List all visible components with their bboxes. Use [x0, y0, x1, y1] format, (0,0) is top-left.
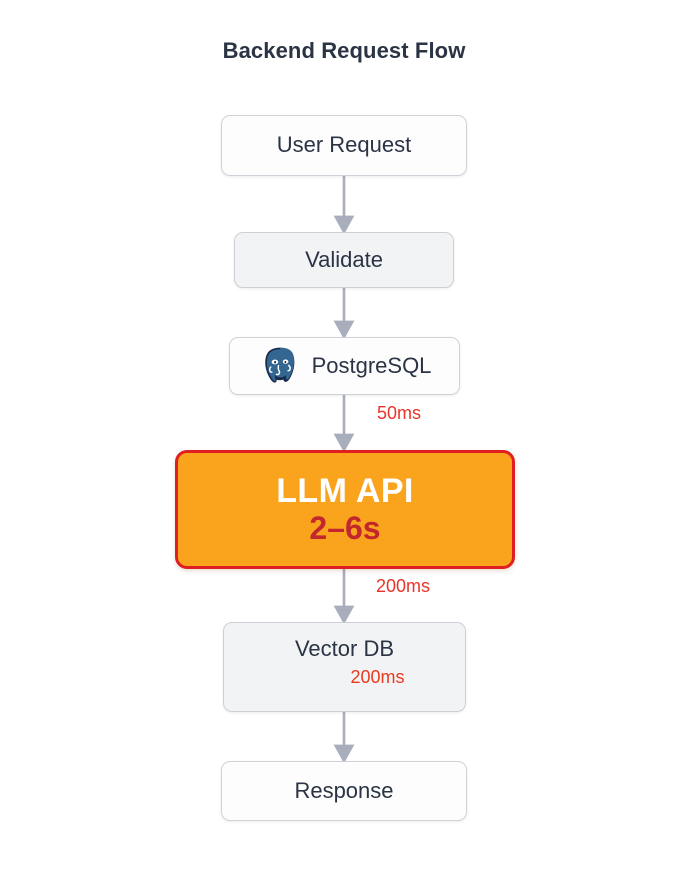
node-response[interactable]: Response — [221, 761, 467, 821]
node-vector-db-label: Vector DB — [294, 636, 395, 661]
node-user-request[interactable]: User Request — [221, 115, 467, 176]
node-vector-db-latency: 200ms — [350, 667, 405, 688]
edge-label-llm-api-to-vector-db: 200ms — [376, 576, 431, 596]
node-postgresql-label: PostgreSQL — [311, 352, 432, 378]
node-vector-db[interactable]: Vector DB 200ms — [223, 622, 466, 712]
edge-label-postgresql-to-llm-api: 50ms — [377, 403, 422, 423]
node-validate-label: Validate — [305, 246, 383, 272]
node-llm-api-label: LLM API — [276, 472, 414, 510]
node-user-request-label: User Request — [276, 132, 412, 158]
node-postgresql[interactable]: PostgreSQL — [229, 337, 460, 395]
node-llm-api[interactable]: LLM API 2–6s — [175, 450, 515, 569]
node-validate[interactable]: Validate — [234, 232, 454, 288]
node-llm-api-latency: 2–6s — [309, 510, 381, 547]
node-response-label: Response — [294, 777, 394, 803]
postgresql-elephant-icon — [264, 347, 294, 383]
page-title: Backend Request Flow — [222, 38, 466, 63]
